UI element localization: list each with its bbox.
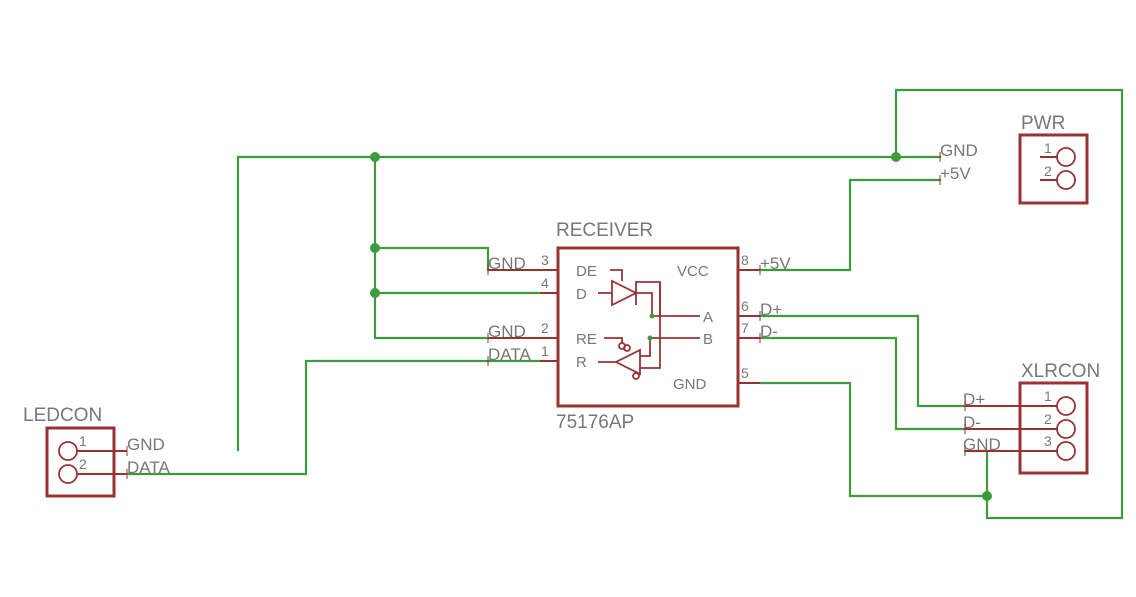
ledcon-pinnum-1: 1 [79, 433, 87, 449]
receiver-label-re: RE [576, 331, 597, 348]
net-label-recv-gnd-3: GND [488, 254, 526, 273]
wire-gnd-bus-drop[interactable] [373, 155, 490, 340]
pwr-connector[interactable]: PWR 1 2 [1018, 113, 1089, 205]
receiver-body [556, 246, 740, 408]
pwr-pinnum-1: 1 [1044, 140, 1052, 156]
net-label-recv-dplus: D+ [760, 300, 782, 319]
receiver-label-vcc: VCC [677, 263, 709, 280]
wire-dminus[interactable] [758, 336, 967, 431]
ledcon-pin-1-pad[interactable] [58, 441, 78, 461]
junctions [370, 152, 992, 501]
xlrcon-connector[interactable]: XLRCON 1 2 3 [965, 361, 1100, 475]
xlrcon-pin-2-pad[interactable] [1056, 419, 1076, 439]
wire-data[interactable] [125, 359, 542, 476]
receiver-pinnum-4: 4 [541, 275, 549, 291]
pwr-pin-2-pad[interactable] [1056, 170, 1076, 190]
receiver-pinnum-8: 8 [741, 252, 749, 268]
net-label-led-data: DATA [127, 458, 170, 477]
ledcon-name: LEDCON [23, 405, 102, 426]
net-label-recv-data: DATA [488, 345, 531, 364]
ledcon-body [45, 426, 116, 498]
pwr-name: PWR [1021, 113, 1065, 134]
net-label-recv-5v: +5V [760, 254, 791, 273]
wire-5v[interactable] [758, 178, 942, 272]
wires [125, 88, 1124, 520]
pwr-body [1018, 133, 1089, 205]
receiver-part[interactable]: RECEIVER 75176AP DE D RE R VCC A B GND 3… [488, 220, 760, 433]
pwr-pin-1-pad[interactable] [1056, 147, 1076, 167]
junction-xlr-gnd [982, 491, 992, 501]
wire-gnd-bus[interactable] [236, 155, 942, 452]
receiver-pinnum-5: 5 [741, 365, 749, 381]
receiver-name: RECEIVER [556, 220, 653, 241]
wire-dplus[interactable] [758, 314, 967, 408]
receiver-label-gnd: GND [673, 376, 707, 393]
receiver-internal-symbol [598, 269, 700, 380]
ledcon-pin-2-pad[interactable] [58, 464, 78, 484]
xlrcon-pinnum-1: 1 [1044, 388, 1052, 404]
wire-gnd-pin5[interactable] [758, 381, 989, 498]
net-label-led-gnd: GND [127, 435, 165, 454]
receiver-value: 75176AP [556, 412, 634, 433]
net-label-xlr-dplus: D+ [963, 390, 985, 409]
receiver-pinnum-2: 2 [541, 320, 549, 336]
receiver-pinnum-7: 7 [741, 320, 749, 336]
ledcon-connector[interactable]: LEDCON 1 2 [23, 405, 127, 498]
junction-pin4 [370, 288, 380, 298]
net-label-pwr-5v: +5V [940, 164, 971, 183]
receiver-label-a: A [703, 309, 713, 326]
net-label-xlr-dminus: D- [963, 413, 981, 432]
net-label-recv-dminus: D- [760, 322, 778, 341]
receiver-pinnum-6: 6 [741, 298, 749, 314]
xlrcon-pinnum-3: 3 [1044, 433, 1052, 449]
ledcon-pinnum-2: 2 [79, 456, 87, 472]
junction-gnd-bus [370, 152, 380, 162]
wire-gnd-pin3[interactable] [373, 246, 490, 272]
xlrcon-pin-1-pad[interactable] [1056, 396, 1076, 416]
net-label-recv-gnd-2: GND [488, 322, 526, 341]
net-label-pwr-gnd: GND [940, 141, 978, 160]
net-labels: GND +5V GND GND DATA +5V D+ D- D+ D- GND… [127, 141, 1001, 477]
receiver-pinnum-3: 3 [541, 252, 549, 268]
junction-pwr-gnd [891, 152, 901, 162]
receiver-label-r: R [576, 354, 587, 371]
xlrcon-pin-3-pad[interactable] [1056, 441, 1076, 461]
label-ticks [126, 152, 966, 479]
receiver-label-de: DE [576, 263, 597, 280]
receiver-label-d: D [576, 286, 587, 303]
net-label-xlr-gnd: GND [963, 435, 1001, 454]
pwr-pinnum-2: 2 [1044, 163, 1052, 179]
xlrcon-pinnum-2: 2 [1044, 411, 1052, 427]
receiver-label-b: B [703, 331, 713, 348]
xlrcon-name: XLRCON [1021, 361, 1100, 382]
junction-gnd-pin3 [370, 243, 380, 253]
receiver-pinnum-1: 1 [541, 343, 549, 359]
